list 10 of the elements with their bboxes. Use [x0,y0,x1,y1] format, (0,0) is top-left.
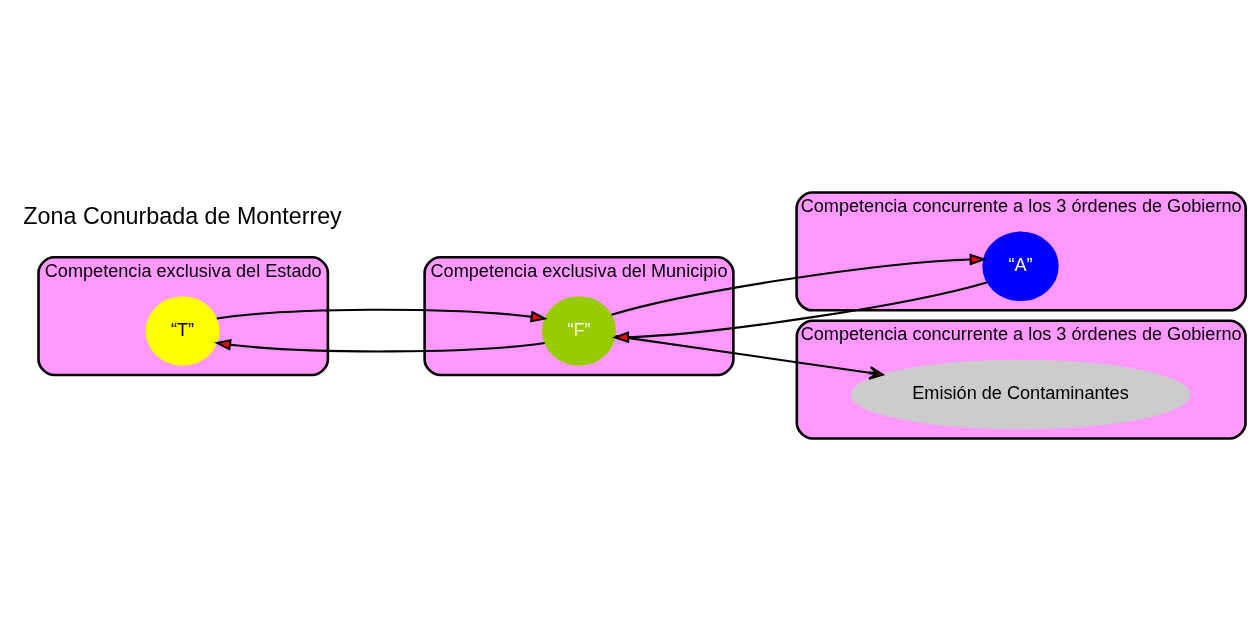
node-circle: “A” [982,231,1059,301]
arrow [611,280,988,343]
node-ellipse: Emisión de Contaminantes [850,359,1191,429]
node-circle: “T” [145,295,220,366]
arrow [611,253,987,316]
arrow [213,338,545,352]
label: Zona Conurbada de Monterrey [23,202,342,229]
node-circle: “F” [542,295,616,366]
arrow [216,308,548,322]
arrow [615,334,884,380]
